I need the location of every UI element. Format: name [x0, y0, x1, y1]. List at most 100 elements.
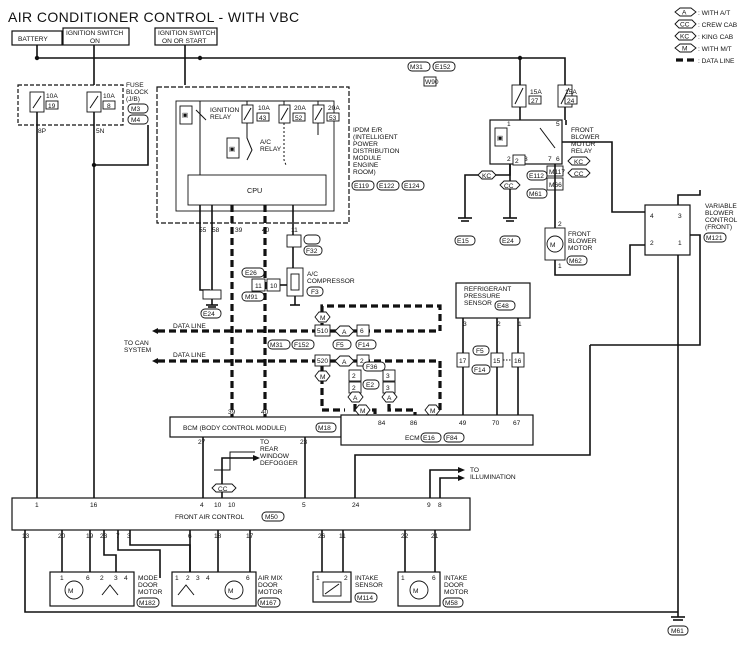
ignition-start-label-1: IGNITION SWITCH [158, 30, 215, 37]
ecm-conn-f84: F84 [446, 435, 458, 442]
fac-pin-top-16: 16 [90, 502, 98, 509]
blower-ground-e15: E15 [457, 238, 469, 245]
refrig-sensor-box [455, 282, 531, 319]
rear-defogger: TO REAR WINDOW DEFOGGER CC [211, 439, 298, 498]
can-diamond-m1: M [320, 315, 326, 322]
blower-motor-pin-2: 2 [558, 221, 562, 228]
variable-blower-control: 4 3 2 1 VARIABLE BLOWER CONTROL (FRONT) … [590, 190, 738, 346]
blower-relay-label-3: MOTOR [571, 141, 596, 148]
vbc-label-1: VARIABLE [705, 203, 737, 210]
rear-defogger-label-3: WINDOW [260, 453, 290, 460]
ipdm-fuse-43-num: 43 [259, 115, 267, 122]
ipdm-cpu-label: CPU [247, 186, 262, 195]
ipdm-conn-f32: F32 [306, 248, 318, 255]
vbc-label-4: (FRONT) [705, 224, 732, 231]
blower-conn-e112: E112 [529, 173, 544, 180]
can-pin4-3b: 3 [386, 385, 390, 392]
ipdm-fuse-52-amp: 20A [294, 105, 306, 112]
front-blower-motor: M 2 1 FRONT BLOWER MOTOR M62 [544, 221, 645, 276]
refrig-join-conn-f5: F5 [476, 348, 484, 355]
mode-motor-pin-3: 3 [114, 575, 118, 582]
vbc-label-2: BLOWER [705, 210, 734, 217]
blower-motor-label-1: FRONT [568, 231, 591, 238]
ipdm-pin-11: 11 [291, 227, 298, 234]
bcm: BCM (BODY CONTROL MODULE) M18 39 40 27 2… [169, 409, 342, 498]
can-conn-f5: F5 [336, 342, 344, 349]
svg-text:▣: ▣ [229, 146, 235, 153]
airmix-label-3: MOTOR [258, 589, 283, 596]
ipdm-label-3: POWER [353, 141, 378, 148]
legend-sym-cc: CC [680, 22, 690, 29]
wire-fac-24 [354, 345, 591, 498]
svg-text:▣: ▣ [497, 135, 503, 142]
ac-compressor-conn-f3: F3 [311, 289, 319, 296]
vbc-box [644, 204, 691, 256]
refrigerant-pressure-sensor: REFRIGERANT PRESSURE SENSOR E48 3 2 1 17… [455, 282, 531, 415]
defogger-cc-hex: CC [218, 486, 228, 493]
mode-motor-label-3: MOTOR [138, 589, 163, 596]
bcm-pin-39: 39 [228, 409, 236, 416]
can-conn-f36: F36 [366, 364, 378, 371]
vbc-pin-2: 2 [650, 240, 654, 247]
blower-relay-label-2: BLOWER [571, 134, 600, 141]
blower-fuse-24-amp: 15A [565, 89, 577, 96]
ipdm-conn-e122: E122 [379, 183, 395, 190]
svg-text:M: M [68, 588, 74, 595]
legend-text-at: : WITH A/T [698, 10, 730, 17]
fuse-block-pin-8p: 8P [38, 128, 47, 135]
blower-relay-pin-1: 1 [507, 121, 511, 128]
intake-motor-conn-m58: M58 [445, 600, 458, 607]
ipdm-pin-39: 39 [235, 227, 243, 234]
can-pin4-3: 3 [386, 373, 390, 380]
front-air-control-box [11, 497, 471, 531]
blower-relay-pin-5: 5 [556, 121, 560, 128]
legend-sym-at: A [682, 10, 687, 17]
fuse-block-label-1: FUSE [126, 82, 144, 89]
ignition-start-label-2: ON OR START [162, 38, 206, 45]
fac-pin-top-24: 24 [352, 502, 360, 509]
bcm-pin-23: 23 [300, 439, 308, 446]
ipdm-pin-58: 58 [212, 227, 220, 234]
fuse-block-label-2: BLOCK [126, 89, 149, 96]
ground-m61-label: M61 [671, 628, 684, 635]
fuse-8-amp: 10A [103, 93, 115, 100]
ipdm-label-7: ROOM) [353, 169, 376, 176]
fuse-block-wires [36, 112, 149, 498]
ipdm-label-6: ENGINE [353, 162, 379, 169]
intake-motor-label-1: INTAKE [444, 575, 468, 582]
air-mix-door-motor: M 1 2 3 4 6 AIR MIX DOOR MOTOR M167 [171, 571, 283, 608]
ipdm-ac-relay-label-1: A/C [260, 139, 271, 146]
refrig-sensor-pin-1: 1 [518, 321, 522, 328]
airmix-conn-m167: M167 [260, 600, 277, 607]
vbc-pin-1: 1 [678, 240, 682, 247]
intake-sensor-conn-m114: M114 [357, 595, 373, 602]
ipdm-fuse-53-num: 53 [329, 115, 337, 122]
intake-sensor-label-2: SENSOR [355, 582, 383, 589]
ecm-pin-70: 70 [492, 420, 500, 427]
ecm-pin-67: 67 [513, 420, 521, 427]
can-diamond-a1: A [342, 329, 347, 336]
blower-hex-kc: KC [482, 173, 491, 180]
ipdm-conn-e124: E124 [404, 183, 420, 190]
airmix-pin-2: 2 [186, 575, 190, 582]
fac-pin-top-10b: 10 [228, 502, 236, 509]
airmix-pin-6: 6 [246, 575, 250, 582]
can-to-label-1: TO CAN [124, 340, 149, 347]
rear-defogger-label-1: TO [260, 439, 269, 446]
diagram-title: AIR CONDITIONER CONTROL - WITH VBC [8, 9, 300, 25]
conn-e26-pin-11: 11 [255, 283, 262, 290]
illumination-label-2: ILLUMINATION [470, 474, 516, 481]
ipdm-conn-e119: E119 [354, 183, 369, 190]
bcm-conn-m18: M18 [318, 425, 331, 432]
ecm-pin-86: 86 [410, 420, 418, 427]
blower-motor-conn-m62: M62 [569, 258, 582, 265]
can-pin-520: 520 [317, 358, 328, 365]
ecm-box [340, 414, 534, 446]
legend-text-cc: : CREW CAB [698, 22, 738, 29]
svg-text:M: M [550, 242, 556, 249]
ipdm-fuse-43-amp: 10A [258, 105, 270, 112]
ignition-start-box [154, 27, 218, 46]
intake-door-motor: M 1 6 INTAKE DOOR MOTOR M58 [397, 571, 469, 608]
airmix-pin-1: 1 [175, 575, 179, 582]
